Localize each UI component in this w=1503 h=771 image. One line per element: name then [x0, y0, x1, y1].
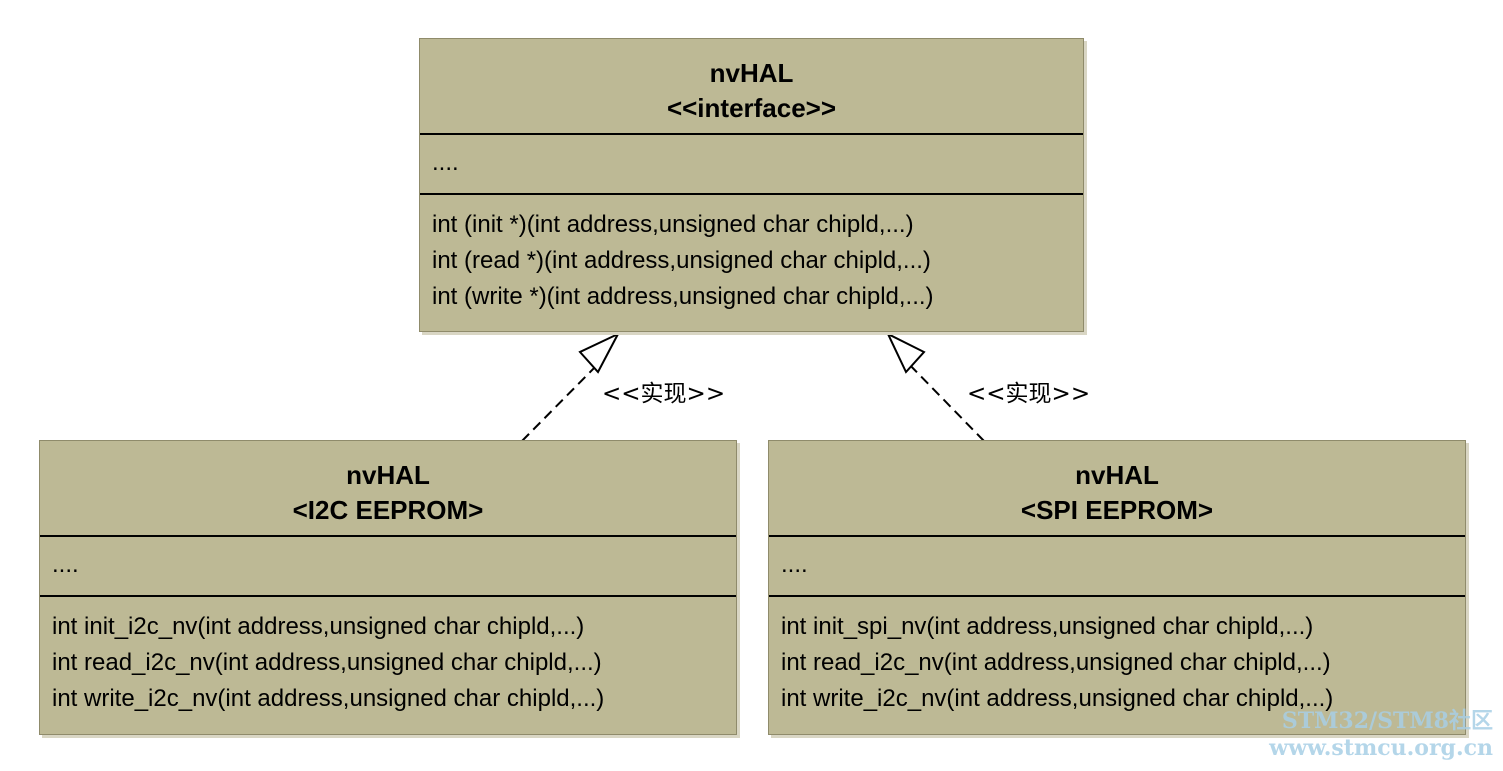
class-name: nvHAL	[709, 58, 794, 88]
class-methods: int init_spi_nv(int address,unsigned cha…	[769, 597, 1465, 717]
i2c-eeprom-class-box: nvHAL <I2C EEPROM> .... int init_i2c_nv(…	[39, 440, 737, 735]
watermark-line-2: www.stmcu.org.cn	[1269, 735, 1493, 761]
interface-class-box: nvHAL <<interface>> .... int (init *)(in…	[419, 38, 1084, 332]
class-name: nvHAL	[346, 460, 430, 490]
class-stereotype: <SPI EEPROM>	[1020, 495, 1214, 525]
method-item: int write_i2c_nv(int address,unsigned ch…	[52, 685, 605, 712]
watermark-line-1: STM32/STM8社区	[1281, 708, 1493, 734]
method-item: int read_i2c_nv(int address,unsigned cha…	[52, 649, 602, 676]
class-methods: int (init *)(int address,unsigned char c…	[420, 195, 1083, 315]
class-attributes: ....	[40, 537, 736, 597]
realization-label-right: <<实现>>	[967, 381, 1091, 407]
class-header: nvHAL <SPI EEPROM>	[769, 441, 1465, 537]
realization-line-right	[903, 358, 985, 442]
method-item: int (init *)(int address,unsigned char c…	[432, 211, 914, 238]
class-stereotype: <I2C EEPROM>	[292, 495, 484, 525]
method-item: int init_i2c_nv(int address,unsigned cha…	[52, 613, 585, 640]
realization-line-left	[521, 356, 606, 442]
class-methods: int init_i2c_nv(int address,unsigned cha…	[40, 597, 736, 717]
realization-arrowhead-left	[578, 331, 621, 374]
class-header: nvHAL <<interface>>	[420, 39, 1083, 135]
method-item: int write_i2c_nv(int address,unsigned ch…	[781, 685, 1334, 712]
watermark: STM32/STM8社区 www.stmcu.org.cn	[1269, 708, 1493, 762]
class-attributes: ....	[769, 537, 1465, 597]
class-attributes: ....	[420, 135, 1083, 195]
class-header: nvHAL <I2C EEPROM>	[40, 441, 736, 537]
method-item: int init_spi_nv(int address,unsigned cha…	[781, 613, 1314, 640]
method-item: int (read *)(int address,unsigned char c…	[432, 247, 931, 274]
class-name: nvHAL	[1075, 460, 1159, 490]
realization-arrowhead-right	[885, 331, 926, 374]
class-stereotype: <<interface>>	[666, 93, 837, 123]
method-item: int read_i2c_nv(int address,unsigned cha…	[781, 649, 1331, 676]
method-item: int (write *)(int address,unsigned char …	[432, 283, 934, 310]
spi-eeprom-class-box: nvHAL <SPI EEPROM> .... int init_spi_nv(…	[768, 440, 1466, 735]
realization-label-left: <<实现>>	[602, 381, 726, 407]
